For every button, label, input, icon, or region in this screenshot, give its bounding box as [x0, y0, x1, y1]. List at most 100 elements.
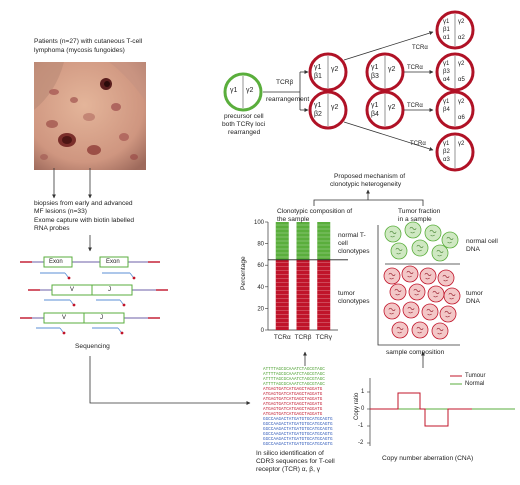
- cna-ylabel: Copy ratio: [354, 392, 360, 420]
- y-tick-label: 40: [257, 285, 264, 291]
- tumor-cell-1: [401, 265, 419, 283]
- arrow-sequencing-to-insilico: [89, 356, 251, 405]
- sequence-line-green: ATTTTAGCGCAAATCTAGCGTAGC: [263, 367, 325, 372]
- cell-b3-gamma1: γ1: [371, 64, 379, 71]
- sequence-line-blue: GGCCAAGACTATGATGTGCATGCAGTG: [263, 442, 333, 447]
- cna-tumour-line: [370, 392, 472, 427]
- cell-b4-gamma1: γ1: [371, 102, 379, 109]
- exon-label-1: Exon: [49, 259, 63, 265]
- cell-r3-l1: γ1: [443, 99, 450, 105]
- sequence-line-blue: GGCCAAGACTATGATGTGCATGCAGTG: [263, 432, 333, 437]
- cna-tick-m2: -2: [358, 440, 364, 446]
- y-tick-label: 0: [261, 328, 265, 334]
- cell-r2-l2: β3: [443, 69, 450, 75]
- cell-b1-gamma1: γ1: [314, 64, 322, 71]
- cna-plot: [367, 375, 515, 446]
- cell-b2-gamma1: γ1: [314, 102, 322, 109]
- cell-b4-beta4: β4: [371, 111, 379, 118]
- y-tick-label: 80: [257, 242, 264, 248]
- cell-r4-l1: γ1: [443, 141, 450, 147]
- cna-tick-0: 0: [361, 406, 365, 412]
- normal-clonotypes-3: clonotypes: [338, 248, 370, 255]
- tcra-label-1: TCRα: [412, 45, 428, 51]
- cell-b2: [308, 90, 348, 130]
- cell-r4-l3: α3: [443, 157, 450, 163]
- cell-r3: [435, 90, 475, 130]
- insilico-line2: CDR3 sequences for T-cell: [256, 458, 335, 465]
- probe-schematic: [20, 256, 168, 335]
- x-tick-label: TCRα: [274, 334, 291, 341]
- bracket-panels: [313, 199, 424, 206]
- precursor-cell: [223, 72, 263, 112]
- cell-r3-l2: β4: [443, 107, 450, 113]
- cell-r1-l2: β1: [443, 27, 450, 33]
- normal-cell-6: [431, 244, 449, 262]
- sequence-line-red: ATGAGTGATCATGAGCTAGGATG: [263, 397, 323, 402]
- sequence-line-blue: GGCCAAGACTATGATGTGCATGCAGTG: [263, 422, 333, 427]
- tumor-dna-2: DNA: [466, 298, 480, 305]
- tumor-cell-12: [391, 321, 409, 339]
- cell-r1-l3: α1: [443, 35, 450, 41]
- tumor-cell-6-nucleus: [432, 290, 440, 298]
- arrow-b1-r1: [343, 31, 434, 61]
- tcra-label-2: TCRα: [407, 65, 423, 71]
- y-tick-label: 60: [257, 263, 264, 269]
- cell-b1-beta1: β1: [314, 73, 322, 80]
- sequence-line-blue: GGCCAAGACTATGATGTGCATGCAGTG: [263, 427, 333, 432]
- mechanism-line1: Proposed mechanism of: [334, 173, 406, 180]
- sequence-line-green: ATTTTAGCGCAAATCTAGCGTAGC: [263, 382, 325, 387]
- mechanism-line2: clonotypic heterogeneity: [330, 181, 402, 188]
- tumor-cell-0-nucleus: [388, 272, 396, 280]
- sequence-line-red: ATGAGTGATCATGAGCTAGGATG: [263, 407, 323, 412]
- patient-photo: [34, 62, 146, 170]
- sequencing-label: Sequencing: [75, 343, 110, 350]
- cell-r4-l2: β2: [443, 149, 450, 155]
- cell-b2-gamma2: γ2: [331, 104, 339, 111]
- precursor-line2: both TCRγ loci: [222, 121, 266, 128]
- tumor-cell-9-nucleus: [407, 306, 415, 314]
- tumor-cell-9: [402, 301, 420, 319]
- cell-b3-beta3: β3: [371, 73, 379, 80]
- tumor-fraction-title-1: Tumor fraction: [398, 208, 441, 215]
- normal-cell-4: [390, 242, 408, 260]
- cell-r4: [435, 132, 475, 172]
- cell-r2: [435, 52, 475, 92]
- cell-r2-r3: α5: [458, 77, 465, 83]
- sequence-line-blue: GGCCAAGACTATGATGTGCATGCAGTG: [263, 437, 333, 442]
- normal-cell-cluster: [384, 221, 459, 262]
- tumor-cell-10: [421, 303, 439, 321]
- biopsies-line1: biopsies from early and advanced: [34, 200, 133, 207]
- sequence-line-blue: GGCCAAGACTATGATGTGCATGCAGTG: [263, 417, 333, 422]
- cell-r1-r1: γ2: [458, 19, 465, 25]
- j-label-1: J: [108, 287, 111, 293]
- tumor-fraction-title-2: in a sample: [398, 216, 432, 223]
- precursor-gamma2: γ2: [246, 87, 254, 94]
- normal-cell-0: [384, 225, 402, 243]
- cell-r2-l1: γ1: [443, 61, 450, 67]
- tumor-cell-4-nucleus: [394, 288, 402, 296]
- y-tick-label: 20: [257, 306, 264, 312]
- tumor-cell-14: [431, 322, 449, 340]
- j-label-2: J: [100, 315, 103, 321]
- tumor-cell-8: [383, 302, 401, 320]
- normal-cell-3-nucleus: [446, 236, 454, 244]
- biopsies-line3: Exome capture with biotin labelled: [34, 217, 135, 224]
- cell-b3: [365, 52, 405, 92]
- cell-r2-l3: α4: [443, 77, 450, 83]
- tumor-cell-12-nucleus: [396, 326, 404, 334]
- sequence-line-green: ATTTTAGCGCAAATCTAGCGTAGC: [263, 372, 325, 377]
- cell-r2-r1: γ2: [458, 61, 465, 67]
- tcrb-rearrangement-label: rearrangement: [266, 96, 310, 103]
- sample-composition-label: sample composition: [386, 349, 445, 356]
- tumor-fraction-panel: [377, 225, 460, 346]
- cna-caption: Copy number aberration (CNA): [382, 455, 474, 462]
- normal-cell-2-nucleus: [429, 229, 437, 237]
- normal-cell-6-nucleus: [436, 249, 444, 257]
- exon-label-2: Exon: [106, 259, 120, 265]
- tumor-cell-2-nucleus: [424, 272, 432, 280]
- insilico-line3: receptor (TCR) α, β, γ: [256, 466, 321, 473]
- cell-b3-gamma2: γ2: [388, 66, 396, 73]
- cell-b4: [365, 90, 405, 130]
- tumor-cell-4: [389, 283, 407, 301]
